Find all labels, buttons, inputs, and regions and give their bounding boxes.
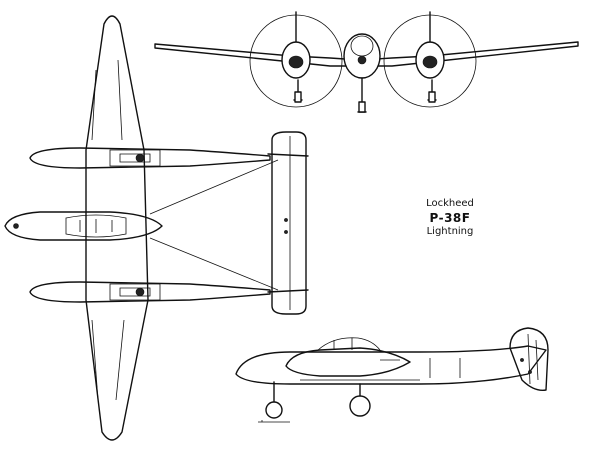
- aircraft-caption: Lockheed P-38F Lightning: [405, 197, 495, 239]
- side-view-boom: [235, 345, 547, 385]
- side-view-fin: [509, 327, 549, 391]
- side-view-landing-gear: [273, 381, 361, 405]
- side-view-canopy: [317, 337, 381, 351]
- manufacturer-label: Lockheed: [426, 198, 474, 209]
- model-label: P-38F: [429, 211, 471, 225]
- plan-view-canopy: [65, 214, 127, 238]
- plan-view-central-nacelle: [4, 211, 163, 241]
- plan-view-wing-panel-lines: [91, 59, 125, 401]
- plan-view: [4, 15, 309, 441]
- side-view: [235, 327, 549, 423]
- aircraft-name-label: Lightning: [426, 226, 474, 237]
- plan-view-wing: [85, 15, 149, 441]
- plan-view-left-boom: [29, 147, 271, 169]
- plan-view-tailplane: [271, 131, 307, 315]
- side-view-central-nacelle: [285, 347, 411, 377]
- front-view: [154, 11, 579, 113]
